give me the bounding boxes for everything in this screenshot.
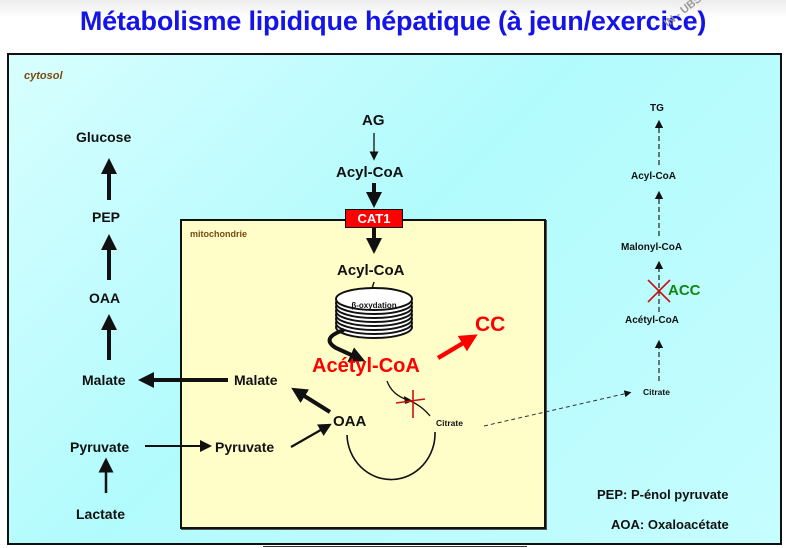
arrow-citrate-export — [483, 390, 632, 427]
mitochondria-label: mitochondrie — [190, 229, 248, 239]
arrow-betaox-to-acetylcoa — [327, 328, 366, 362]
arrow-oaa-to-malate — [291, 387, 332, 414]
ag-label: AG — [362, 112, 385, 129]
page-title: Métabolisme lipidique hépatique (à jeun/… — [79, 6, 707, 36]
citrate-label-mito: Citrate — [436, 418, 463, 428]
acylcoa-label-mito: Acyl-CoA — [337, 262, 405, 279]
inhibition-cross-icon — [395, 390, 426, 418]
legend-aoa: AOA: Oxaloacétate — [611, 517, 729, 532]
arrow-acetylcoa-to-cc — [436, 334, 478, 360]
legend-pep: PEP: P-énol pyruvate — [597, 487, 729, 502]
acylcoa-label-cytosol: Acyl-CoA — [336, 164, 404, 181]
beta-oxidation-label: β-oxydation — [351, 301, 397, 310]
bottom-divider — [263, 546, 527, 547]
cat1-enzyme-box: CAT1 — [345, 209, 403, 228]
citrate-label-cytosol: Citrate — [643, 387, 670, 397]
malate-label-cytosol: Malate — [82, 372, 126, 388]
malate-label-mito: Malate — [234, 372, 278, 388]
acetylcoa-label-cytosol: Acétyl-CoA — [625, 315, 679, 326]
lactate-label: Lactate — [76, 506, 126, 522]
beta-oxidation-spiral-icon — [335, 287, 413, 339]
tg-label: TG — [650, 103, 664, 114]
oaa-label-mito: OAA — [333, 413, 367, 430]
cc-label: CC — [475, 313, 506, 336]
acc-label: ACC — [668, 282, 701, 299]
malonylcoa-label: Malonyl-CoA — [621, 242, 683, 253]
cytosol-label: cytosol — [24, 70, 63, 82]
arrow-pyruvate-to-oaa — [290, 423, 332, 448]
acylcoa-label-lipogenesis: Acyl-CoA — [631, 171, 677, 182]
oaa-label-cytosol: OAA — [89, 290, 121, 306]
mitochondria-compartment — [180, 219, 546, 529]
acc-inhibition-cross-icon — [647, 279, 671, 303]
glucose-label: Glucose — [76, 129, 132, 145]
acetylcoa-label-mito: Acétyl-CoA — [312, 355, 420, 377]
pep-label: PEP — [92, 209, 121, 225]
pyruvate-label-mito: Pyruvate — [215, 439, 275, 455]
pyruvate-label-cytosol: Pyruvate — [70, 439, 130, 455]
krebs-cycle-arc — [346, 431, 436, 481]
